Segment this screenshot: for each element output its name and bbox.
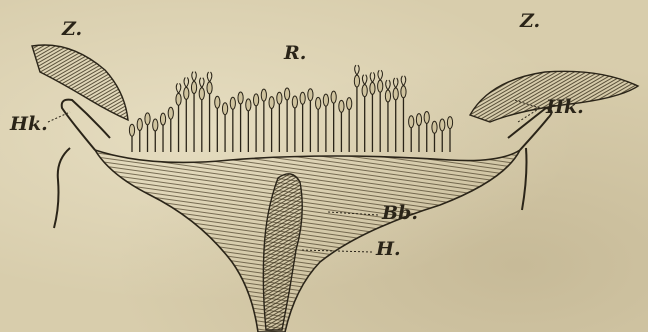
stigma-curl — [192, 72, 197, 82]
label-hk-right: Hk. — [546, 98, 584, 117]
stamen-anther — [447, 117, 452, 129]
stigma-curl — [176, 83, 181, 93]
stamen-anther — [323, 94, 328, 106]
label-bb: Bb. — [382, 204, 418, 223]
stamen-anther — [362, 85, 367, 97]
stamen-anther — [316, 97, 321, 109]
stamen-anther — [401, 86, 406, 98]
stigma-curl — [207, 72, 212, 82]
stamen-anther — [269, 97, 274, 109]
label-hk-left: Hk. — [10, 115, 48, 134]
stamen-anther — [385, 90, 390, 102]
stigma-curl — [393, 78, 398, 88]
stamen-anther — [432, 121, 437, 133]
stamen-anther — [261, 89, 266, 101]
label-z-right: Z. — [520, 12, 540, 31]
label-h: H. — [376, 240, 401, 259]
stamen-anther — [253, 94, 258, 106]
stamen-anther — [199, 88, 204, 100]
label-z-left: Z. — [62, 20, 82, 39]
stamen-anther — [145, 113, 150, 125]
stamen-anther — [300, 92, 305, 104]
stamen-anther — [285, 88, 290, 100]
left-sepal — [32, 45, 128, 120]
stamen-anther — [354, 75, 359, 87]
stamen-anther — [153, 119, 158, 131]
receptacle-body — [95, 150, 520, 332]
stigma-curl — [200, 78, 205, 88]
stigma-curl — [386, 80, 391, 90]
stamen-anther — [168, 107, 173, 119]
stigma-curl — [355, 65, 360, 75]
stamen-anther — [230, 97, 235, 109]
stigma-curl — [401, 76, 406, 86]
stamen-anther — [378, 80, 383, 92]
stamen-anther — [176, 93, 181, 105]
stamen-anther — [440, 119, 445, 131]
stamen-anther — [207, 82, 212, 94]
stamen-anther — [238, 92, 243, 104]
stamen-anther — [331, 91, 336, 103]
stamen-anther — [191, 82, 196, 94]
stamen-anther — [184, 87, 189, 99]
stamen-row — [129, 65, 452, 152]
stamen-anther — [370, 82, 375, 94]
stamen-anther — [215, 96, 220, 108]
stamen-anther — [416, 114, 421, 126]
stigma-curl — [370, 72, 375, 82]
stigma-curl — [184, 77, 189, 87]
stamen-anther — [129, 124, 134, 136]
stamen-anther — [292, 96, 297, 108]
left-hook — [54, 100, 110, 228]
stigma-curl — [378, 70, 383, 80]
stamen-anther — [424, 111, 429, 123]
stamen-anther — [339, 100, 344, 112]
stamen-anther — [308, 89, 313, 101]
stamen-anther — [137, 119, 142, 131]
stamen-anther — [160, 113, 165, 125]
stamen-anther — [277, 92, 282, 104]
stamen-anther — [393, 88, 398, 100]
stigma-curl — [362, 75, 367, 85]
label-r: R. — [284, 44, 306, 63]
stamen-anther — [347, 98, 352, 110]
stamen-anther — [222, 103, 227, 115]
stamen-anther — [409, 116, 414, 128]
stamen-anther — [246, 99, 251, 111]
